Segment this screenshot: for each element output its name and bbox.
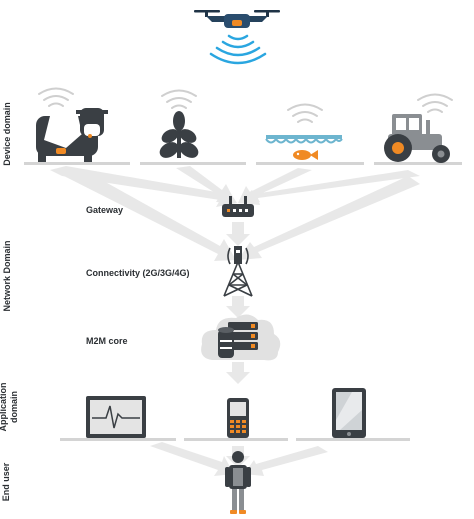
gateway-label: Gateway [86,205,124,215]
app-ground-line-3 [296,438,410,441]
device-signal-icons [38,87,453,123]
arrow-left-to-tower [60,170,236,261]
monitor-icon [86,396,146,438]
device-ground-line-1 [24,162,130,165]
drone-signal-icon [209,34,267,65]
device-ground-line-3 [256,162,364,165]
arrow-gateway-to-tower [226,222,250,246]
network-domain-label: Network Domain [2,240,12,312]
fish-signal-icon [287,103,323,123]
arrow-tablet-to-user [244,446,328,476]
device-domain-label: Device domain [2,102,12,166]
flow-arrows [50,166,420,476]
device-ground-line-4 [374,162,462,165]
arrow-cow-to-gateway [50,166,237,207]
arrow-tower-to-core [226,296,250,318]
person-icon [225,451,251,514]
tractor-icon [384,114,450,163]
cow-signal-icon [38,87,74,107]
tablet-icon [332,388,366,438]
arrow-right-to-tower [238,176,420,260]
tractor-signal-icon [417,93,453,113]
arrow-monitor-to-user [150,442,234,476]
device-ground-line-2 [140,162,246,165]
app-ground-line-1 [60,438,176,441]
app-ground-line-2 [184,438,288,441]
mobile-phone-icon [227,398,249,438]
application-domain-label: Application domain [0,382,19,432]
fish-pond-icon [265,135,343,160]
arrow-tractor-to-gateway [238,170,420,205]
m2m-core-label: M2M core [86,336,128,346]
cell-tower-icon [223,246,253,297]
router-icon [222,196,254,217]
cow-icon [36,108,108,162]
server-cloud-icon [201,314,281,361]
drone-icon [194,10,280,28]
plant-signal-icon [161,89,197,109]
connectivity-label: Connectivity (2G/3G/4G) [86,268,190,278]
end-user-label: End user [1,462,11,502]
plant-icon [159,111,199,158]
arrow-core-to-apps [226,362,250,384]
arrow-plant-to-gateway [176,166,236,203]
domain-dividers [24,162,462,441]
